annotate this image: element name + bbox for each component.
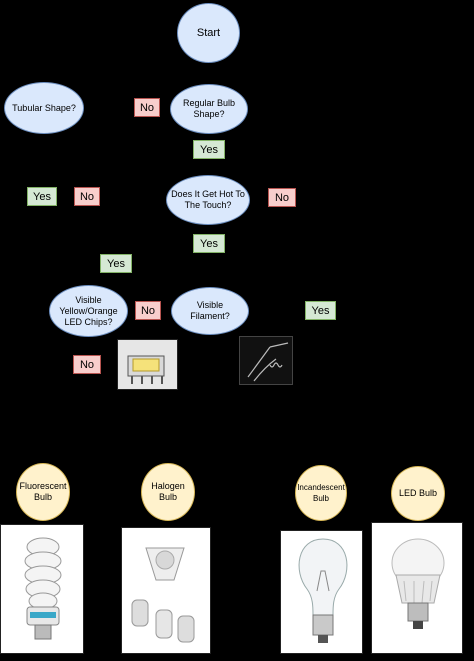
smd-led-chip-photo: [117, 339, 178, 390]
smd-led-chip-icon: [127, 355, 165, 384]
no-label-tubular: No: [134, 98, 160, 117]
hot-to-touch-decision: Does It Get Hot To The Touch?: [166, 175, 250, 225]
halogen-bulb-node: Halogen Bulb: [141, 463, 195, 521]
led-bulb-photo: [371, 522, 463, 654]
incandescent-bulb-label: Incandescent Bulb: [297, 483, 345, 503]
incandescent-bulb-icon: [298, 538, 348, 643]
no-label-halogen: No: [73, 355, 101, 374]
regular-bulb-shape-label: Regular Bulb Shape?: [182, 98, 236, 119]
regular-bulb-shape-decision: Regular Bulb Shape?: [170, 84, 248, 134]
no-label-hot: No: [268, 188, 296, 207]
visible-filament-label: Visible Filament?: [190, 300, 230, 321]
led-chips-label: Visible Yellow/Orange LED Chips?: [59, 294, 118, 327]
fluorescent-spiral-bulb-photo: [0, 524, 84, 654]
halogen-bulb-photo: [121, 527, 211, 654]
hot-to-touch-label: Does It Get Hot To The Touch?: [171, 189, 245, 210]
led-bulb-icon: [391, 538, 445, 629]
yes-label-regular: Yes: [193, 140, 225, 159]
start-node: Start: [177, 3, 240, 63]
led-chips-decision: Visible Yellow/Orange LED Chips?: [49, 285, 128, 337]
filament-icon: [247, 342, 289, 382]
fluorescent-bulb-label: Fluorescent Bulb: [19, 481, 67, 502]
start-label: Start: [196, 26, 221, 39]
yes-label-led: Yes: [100, 254, 132, 273]
visible-filament-decision: Visible Filament?: [171, 287, 249, 335]
halogen-bulb-icon: [131, 547, 195, 643]
filament-closeup-photo: [239, 336, 293, 385]
incandescent-bulb-photo: [280, 530, 363, 654]
yes-label-fluorescent: Yes: [27, 187, 57, 206]
incandescent-bulb-node: Incandescent Bulb: [295, 465, 347, 521]
halogen-bulb-label: Halogen Bulb: [151, 481, 185, 502]
yes-label-hot: Yes: [193, 234, 225, 253]
no-label-led-chips: No: [135, 301, 161, 320]
fluorescent-spiral-icon: [24, 537, 62, 640]
led-bulb-label: LED Bulb: [398, 488, 438, 498]
tubular-shape-label: Tubular Shape?: [12, 102, 76, 113]
yes-label-filament: Yes: [305, 301, 336, 320]
tubular-shape-decision: Tubular Shape?: [4, 82, 84, 134]
no-label-tubular-down: No: [74, 187, 100, 206]
fluorescent-bulb-node: Fluorescent Bulb: [16, 463, 70, 521]
led-bulb-node: LED Bulb: [391, 466, 445, 521]
